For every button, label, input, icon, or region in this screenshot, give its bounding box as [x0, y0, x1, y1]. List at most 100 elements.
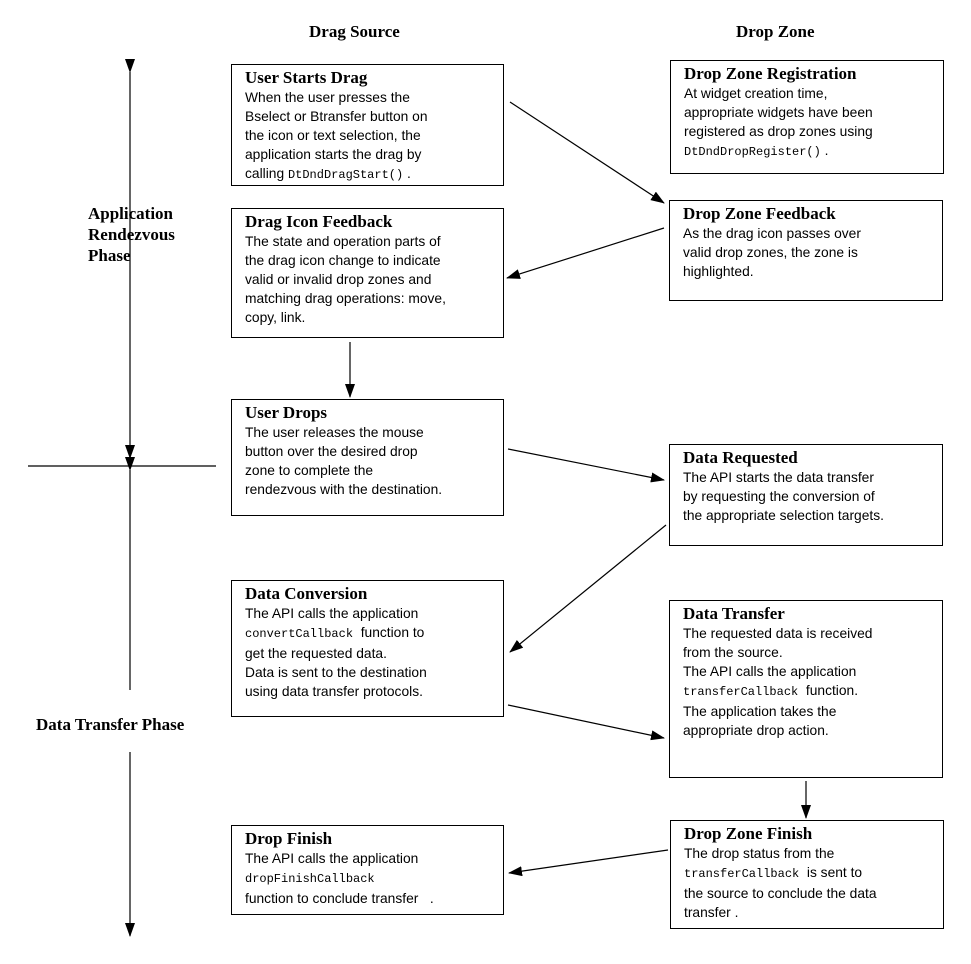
line-text: calling [245, 166, 288, 181]
arrow-user-drops-to-data-requested [507, 448, 665, 483]
line-text-tail: function. [798, 683, 859, 698]
line-text: The API calls the application [683, 664, 857, 679]
line-text: appropriate drop action. [683, 723, 829, 738]
line-text: using data transfer protocols. [245, 684, 423, 699]
line-text: button over the desired drop [245, 444, 418, 459]
data-conversion-line: convertCallback function to [245, 623, 491, 644]
column-header-drop-zone: Drop Zone [736, 22, 815, 41]
line-text: application starts the drag by [245, 147, 422, 162]
data-requested-line: by requesting the conversion of [683, 487, 930, 506]
drag-icon-feedback-line: valid or invalid drop zones and [245, 270, 491, 289]
data-transfer-line: The application takes the [683, 702, 930, 721]
line-text: zone to complete the [245, 463, 374, 478]
drop-zone-feedback-line: As the drag icon passes over [683, 224, 930, 243]
drop-finish-line: function to conclude transfer . [245, 889, 491, 908]
line-text: the icon or text selection, the [245, 128, 421, 143]
drag-icon-feedback-title: Drag Icon Feedback [245, 212, 393, 231]
user-starts-drag-line: Bselect or Btransfer button on [245, 107, 491, 126]
arrow-zone-feedback-to-icon-feedback [506, 227, 665, 279]
phase-rendezvous-line-1: Application [88, 204, 174, 223]
user-drops-line: button over the desired drop [245, 442, 491, 461]
data-requested-line: the appropriate selection targets. [683, 506, 930, 525]
user-starts-drag-line: the icon or text selection, the [245, 126, 491, 145]
function-name: transferCallback [684, 867, 800, 881]
drag-icon-feedback-description: The state and operation parts of the drag… [245, 232, 491, 327]
line-text: The drop status from the [684, 846, 835, 861]
data-conversion-description: The API calls the application convertCall… [245, 604, 491, 701]
line-text: The API starts the data transfer [683, 470, 874, 485]
user-starts-drag-line: application starts the drag by [245, 145, 491, 164]
drop-zone-registration-line: appropriate widgets have been [684, 103, 931, 122]
line-text: valid or invalid drop zones and [245, 272, 432, 287]
data-conversion-line: Data is sent to the destination [245, 663, 491, 682]
line-text: The application takes the [683, 704, 837, 719]
drag-icon-feedback-line: copy, link. [245, 308, 491, 327]
line-text: valid drop zones, the zone is [683, 245, 858, 260]
data-transfer-line: The API calls the application [683, 662, 930, 681]
drop-zone-finish-description: The drop status from the transferCallback… [684, 844, 931, 922]
drop-finish-line: dropFinishCallback [245, 868, 491, 889]
line-text: Data is sent to the destination [245, 665, 427, 680]
line-text: The API calls the application [245, 851, 419, 866]
line-text: function to conclude transfer . [245, 891, 434, 906]
data-transfer-description: The requested data is received from the s… [683, 624, 930, 740]
drop-zone-finish-line: the source to conclude the data [684, 884, 931, 903]
line-text: At widget creation time, [684, 86, 828, 101]
arrow-start-to-zone-feedback [509, 101, 665, 204]
column-header-drag-source: Drag Source [309, 22, 400, 41]
user-starts-drag-line: When the user presses the [245, 88, 491, 107]
function-name: convertCallback [245, 627, 354, 641]
line-text: The requested data is received [683, 626, 873, 641]
arrow-conversion-to-data-transfer [507, 704, 665, 741]
user-starts-drag-title: User Starts Drag [245, 68, 368, 87]
function-name: transferCallback [683, 685, 799, 699]
line-text: appropriate widgets have been [684, 105, 873, 120]
data-conversion-line: get the requested data. [245, 644, 491, 663]
drop-zone-registration-description: At widget creation time, appropriate widg… [684, 84, 931, 162]
user-drops-description: The user releases the mouse button over t… [245, 423, 491, 499]
drop-zone-feedback-title: Drop Zone Feedback [683, 204, 836, 223]
drag-icon-feedback-line: The state and operation parts of [245, 232, 491, 251]
line-text: rendezvous with the destination. [245, 482, 443, 497]
line-text-tail: function to [353, 625, 425, 640]
data-transfer-line: from the source. [683, 643, 930, 662]
line-text-tail: . [820, 143, 829, 158]
line-text: get the requested data. [245, 646, 387, 661]
function-name: DtDndDropRegister() [684, 145, 821, 159]
arrow-zone-finish-to-drop-finish [508, 849, 669, 877]
line-text: the drag icon change to indicate [245, 253, 441, 268]
line-text: registered as drop zones using [684, 124, 873, 139]
line-text: The API calls the application [245, 606, 419, 621]
phase-label-rendezvous: Application Rendezvous Phase [88, 203, 175, 266]
phase-rendezvous-line-3: Phase [88, 246, 131, 265]
drop-finish-title: Drop Finish [245, 829, 333, 848]
function-name: dropFinishCallback [245, 872, 375, 886]
user-drops-line: The user releases the mouse [245, 423, 491, 442]
drop-zone-registration-title: Drop Zone Registration [684, 64, 857, 83]
line-text: Bselect or Btransfer button on [245, 109, 428, 124]
drop-finish-line: The API calls the application [245, 849, 491, 868]
phase-rendezvous-line-2: Rendezvous [88, 225, 175, 244]
user-starts-drag-line: calling DtDndDragStart() . [245, 164, 491, 185]
data-conversion-line: using data transfer protocols. [245, 682, 491, 701]
line-text: highlighted. [683, 264, 754, 279]
data-requested-description: The API starts the data transfer by reque… [683, 468, 930, 525]
drop-zone-registration-line: DtDndDropRegister() . [684, 141, 931, 162]
user-drops-title: User Drops [245, 403, 328, 422]
line-text: by requesting the conversion of [683, 489, 875, 504]
arrow-data-requested-to-conversion [509, 524, 667, 653]
line-text: transfer . [684, 905, 739, 920]
line-text: from the source. [683, 645, 783, 660]
line-text-tail: . [403, 166, 411, 181]
